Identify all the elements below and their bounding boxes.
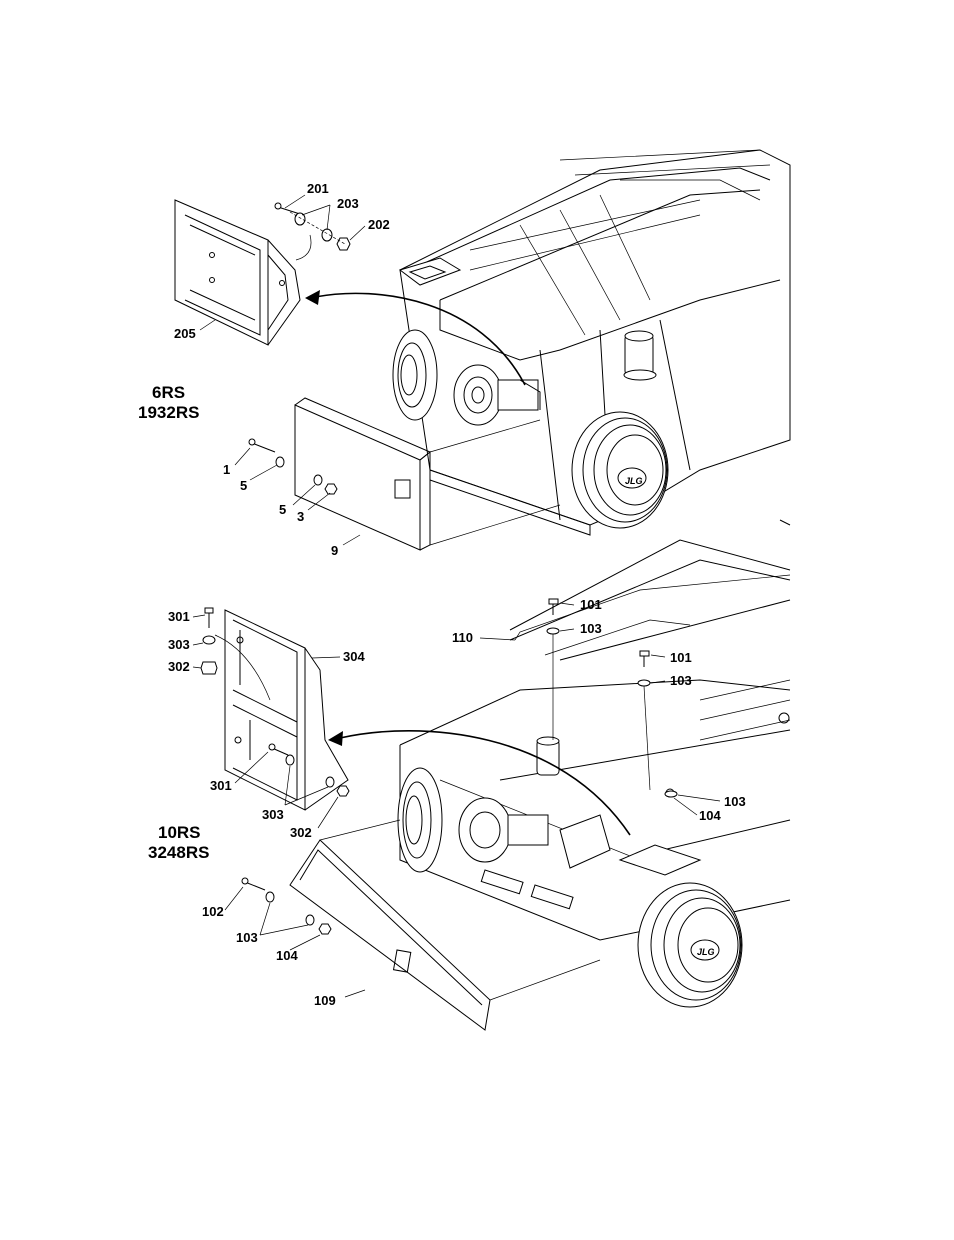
callout-3: 3 <box>297 509 304 524</box>
callout-203: 203 <box>337 196 359 211</box>
ladder-bracket-304 <box>214 609 349 811</box>
ladder-bracket-205 <box>174 199 312 346</box>
callout-101a: 101 <box>580 597 602 612</box>
cover-109 <box>289 819 601 1031</box>
callout-1: 1 <box>223 462 230 477</box>
leader-lines <box>192 194 721 998</box>
callout-205: 205 <box>174 326 196 341</box>
callout-201: 201 <box>307 181 329 196</box>
lower-bracket-hardware <box>268 743 350 797</box>
top-assembly-arrow <box>305 290 526 386</box>
callout-5b: 5 <box>279 502 286 517</box>
upper-bracket-hardware <box>200 607 218 675</box>
callout-301a: 301 <box>168 609 190 624</box>
callout-301b: 301 <box>210 778 232 793</box>
callout-103a: 103 <box>580 621 602 636</box>
callout-101b: 101 <box>670 650 692 665</box>
top-model-label-1: 6RS <box>152 383 185 402</box>
callout-102: 102 <box>202 904 224 919</box>
callout-9: 9 <box>331 543 338 558</box>
callout-104a: 104 <box>699 808 721 823</box>
bottom-chassis-drawing: JLG <box>397 519 791 1008</box>
bottom-model-label-1: 10RS <box>158 823 201 842</box>
cover-110-hardware <box>546 598 678 798</box>
callout-302a: 302 <box>168 659 190 674</box>
cover-9 <box>294 397 561 551</box>
callout-304: 304 <box>343 649 365 664</box>
bottom-model-label-2: 3248RS <box>148 843 209 862</box>
bottom-assembly-arrow <box>328 730 631 836</box>
svg-text:JLG: JLG <box>625 476 643 486</box>
callout-302b: 302 <box>290 825 312 840</box>
callout-104b: 104 <box>276 948 298 963</box>
callout-103d: 103 <box>236 930 258 945</box>
callout-5a: 5 <box>240 478 247 493</box>
cover-109-hardware <box>241 877 332 935</box>
cover-hardware-set <box>248 438 338 495</box>
callout-303b: 303 <box>262 807 284 822</box>
callout-103b: 103 <box>670 673 692 688</box>
top-model-label-2: 1932RS <box>138 403 199 422</box>
callout-103c: 103 <box>724 794 746 809</box>
callout-110: 110 <box>452 630 473 645</box>
callout-202: 202 <box>368 217 390 232</box>
callout-109: 109 <box>314 993 336 1008</box>
callout-303a: 303 <box>168 637 190 652</box>
top-chassis-drawing: JLG <box>392 149 791 536</box>
svg-text:JLG: JLG <box>697 947 715 957</box>
